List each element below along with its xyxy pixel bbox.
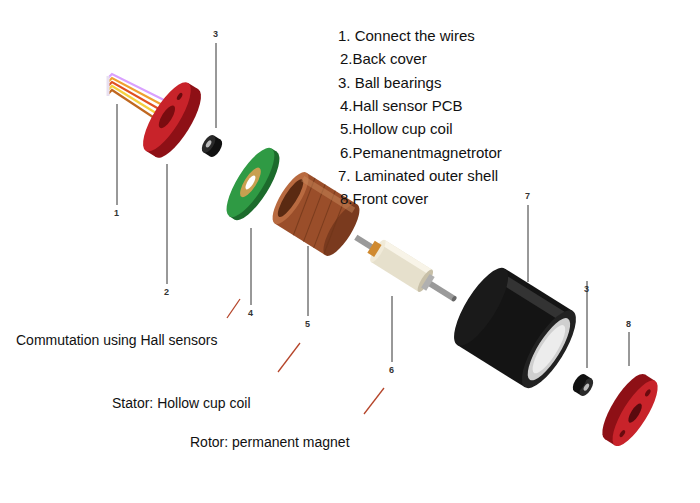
legend-list-item: 3. Ball bearings bbox=[338, 74, 441, 92]
leader-lines bbox=[117, 43, 629, 368]
caption-text: Rotor: permanent magnet bbox=[190, 434, 350, 451]
legend-list-item: 2.Back cover bbox=[340, 50, 427, 68]
callout-number: 5 bbox=[305, 319, 310, 330]
caption-text: Stator: Hollow cup coil bbox=[112, 395, 251, 412]
callout-number: 3 bbox=[584, 284, 589, 295]
callout-number: 2 bbox=[164, 287, 169, 298]
legend-list-item: 4.Hall sensor PCB bbox=[340, 97, 463, 115]
legend-list-item: 6.Pemanentmagnetrotor bbox=[340, 144, 502, 162]
callout-number: 6 bbox=[389, 365, 394, 376]
callout-number: 8 bbox=[626, 319, 631, 330]
callout-number: 7 bbox=[525, 191, 530, 202]
callout-number: 1 bbox=[114, 208, 119, 219]
legend-list-item: 8.Front cover bbox=[340, 190, 428, 208]
back-cover bbox=[135, 76, 210, 164]
legend-list-item: 7. Laminated outer shell bbox=[338, 167, 498, 185]
ball-bearing bbox=[570, 372, 596, 398]
caption-pointers bbox=[227, 299, 384, 414]
callout-number: 3 bbox=[213, 29, 218, 40]
legend-list-item: 5.Hollow cup coil bbox=[340, 120, 453, 138]
laminated-outer-shell bbox=[445, 261, 586, 396]
callout-number: 4 bbox=[248, 308, 253, 319]
caption-text: Commutation using Hall sensors bbox=[16, 332, 218, 349]
legend-list-item: 1. Connect the wires bbox=[338, 27, 475, 45]
permanent-magnet-rotor bbox=[349, 226, 463, 311]
ball-bearing bbox=[199, 133, 225, 159]
front-cover bbox=[595, 368, 666, 452]
